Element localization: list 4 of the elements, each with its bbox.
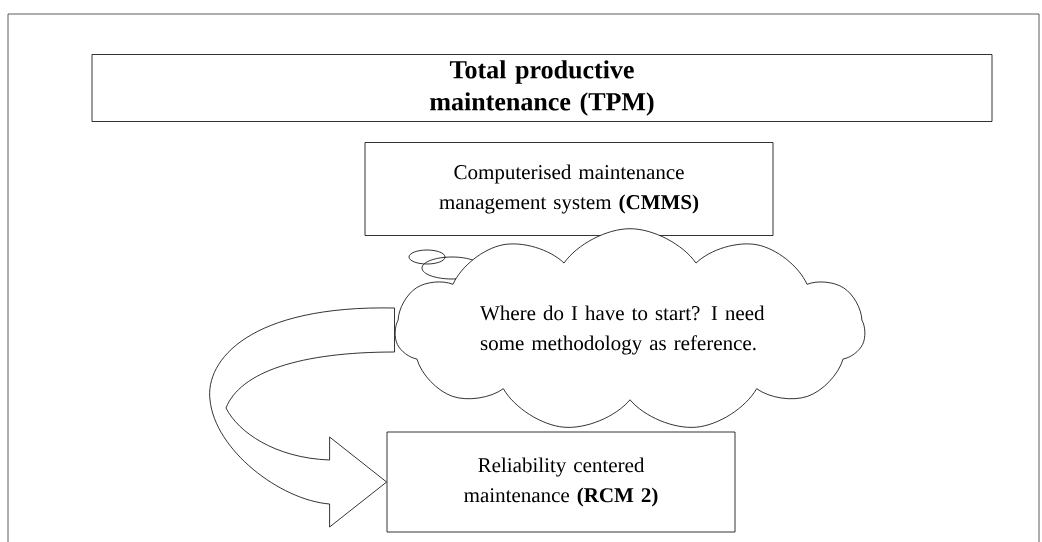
process-box: Computerised maintenance management system (CMMS) — [364, 142, 774, 236]
process-box: Reliability centered maintenance (RCM 2) — [386, 431, 736, 533]
block-arrow — [209, 307, 395, 528]
title-box: Total productive maintenance (TPM) — [91, 54, 993, 122]
